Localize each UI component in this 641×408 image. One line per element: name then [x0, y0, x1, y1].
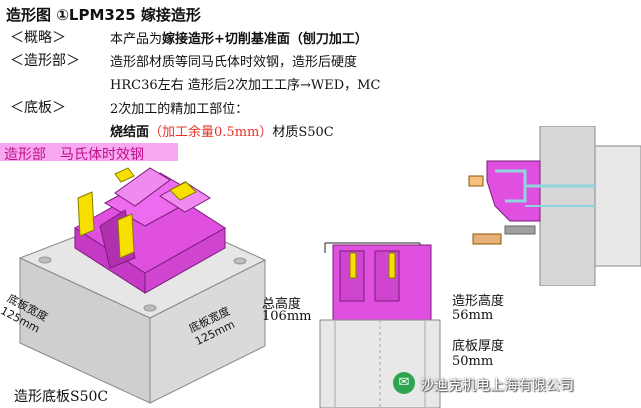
overview-label: ＜概略＞	[10, 30, 66, 46]
forming-line2: HRC36左右 造形后2次加工工序→WED，MC	[110, 78, 381, 93]
base-plate-label: 造形底板S50C	[14, 389, 109, 405]
wechat-icon: ✉	[393, 372, 415, 394]
callout-bar	[0, 143, 178, 161]
total-height-label: 总高度	[262, 297, 302, 312]
forming-label: ＜造形部＞	[10, 53, 80, 69]
base-thickness-value: 50mm	[452, 354, 494, 369]
side-view-illustration	[319, 242, 441, 408]
base-material: 材质S50C	[272, 125, 334, 140]
callout-forming-label: 造形部 马氏体时效钢	[4, 147, 144, 163]
total-height-value: 106mm	[262, 309, 312, 324]
forming-height-label: 造形高度	[452, 294, 505, 309]
overview-text: 本产品为嫁接造形+切削基准面（刨刀加工）	[110, 28, 368, 47]
overview-text-prefix: 本产品为	[110, 32, 163, 47]
base-thickness-label: 底板厚度	[452, 339, 505, 354]
part-iso-illustration	[18, 167, 267, 404]
watermark-text: 沙迪克机电上海有限公司	[420, 378, 574, 394]
machining-allowance: （加工余量0.5mm）	[149, 125, 273, 140]
base-label: ＜底板＞	[10, 100, 66, 116]
overview-text-bold: 嫁接造形+切削基准面（刨刀加工）	[162, 32, 368, 47]
base-line2: 烧结面（加工余量0.5mm）材质S50C	[110, 121, 334, 140]
sintered-surface: 烧结面	[110, 125, 150, 140]
section-view-illustration	[468, 126, 641, 286]
page-title: 造形图 ①LPM325 嫁接造形	[6, 6, 201, 24]
base-line1: 2次加工的精加工部位：	[110, 102, 249, 117]
forming-height-value: 56mm	[452, 308, 494, 323]
forming-line1: 造形部材质等同马氏体时效钢，造形后硬度	[110, 55, 358, 70]
